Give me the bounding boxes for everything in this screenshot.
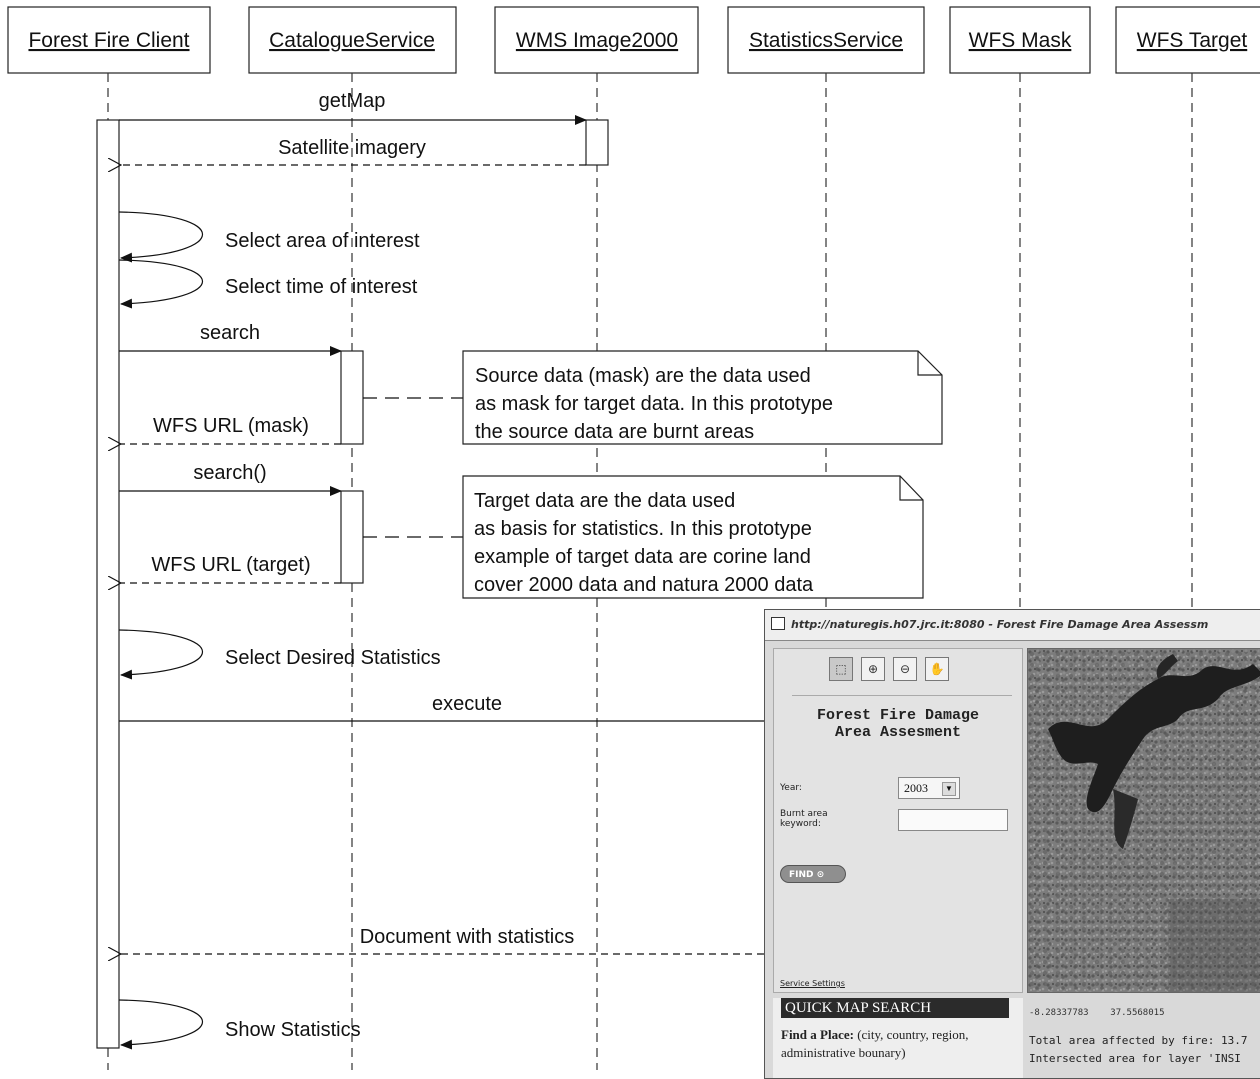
message-wfs-target-label: WFS URL (target) (151, 554, 310, 576)
lifeline-label: WMS Image2000 (516, 29, 678, 52)
self-call-time (118, 259, 203, 309)
find-place-text: Find a Place: (city, country, region, ad… (781, 1026, 1017, 1062)
lifeline-label: Forest Fire Client (28, 29, 189, 52)
lifeline-label: WFS Mask (969, 29, 1072, 52)
search-panel: ⬚ ⊕ ⊖ ✋ Forest Fire Damage Area Assesmen… (773, 648, 1023, 993)
coord-x: -8.28337783 (1029, 1008, 1089, 1018)
coord-y: 37.5568015 (1110, 1008, 1165, 1018)
find-place-hint: (city, country, region, administrative b… (781, 1027, 969, 1060)
lifeline-label: StatisticsService (749, 29, 903, 52)
burnt-keyword-label: Burnt area keyword: (780, 809, 828, 829)
quick-map-search-header: QUICK MAP SEARCH (781, 998, 1009, 1018)
activation-client (96, 119, 120, 1049)
self-call-time-label: Select time of interest (225, 276, 418, 298)
app-title: Forest Fire Damage Area Assesment (774, 707, 1022, 741)
zoom-in-icon[interactable]: ⊕ (861, 657, 885, 681)
inset-title-text: http://naturegis.h07.jrc.it:8080 - Fores… (791, 618, 1209, 631)
note-target (462, 475, 924, 599)
year-label: Year: (780, 783, 802, 793)
message-satellite-label: Satellite imagery (278, 137, 426, 159)
window-icon (771, 617, 785, 630)
activation-catalogue-1 (340, 350, 364, 445)
self-call-show (118, 999, 203, 1050)
lifeline-head-wms: WMS Image2000 (494, 6, 699, 74)
find-button-label: FIND (789, 870, 814, 880)
message-wfs-mask-label: WFS URL (mask) (153, 415, 309, 437)
quick-map-search: QUICK MAP SEARCH Find a Place: (city, co… (773, 998, 1023, 1078)
map-coordinates: -8.28337783 37.5568015 (1029, 1008, 1164, 1018)
app-title-line: Forest Fire Damage (816, 707, 980, 724)
note-target-line: cover 2000 data and natura 2000 data (474, 574, 814, 596)
app-title-line: Area Assesment (834, 724, 962, 741)
message-getmap-label: getMap (319, 90, 386, 112)
self-call-show-label: Show Statistics (225, 1019, 361, 1041)
intersected-area-text: Intersected area for layer 'INSI (1029, 1052, 1241, 1065)
lifeline-head-wfs-mask: WFS Mask (949, 6, 1091, 74)
lifeline-label: CatalogueService (269, 29, 435, 52)
note-target-line: example of target data are corine land (474, 546, 811, 568)
inset-title-bar: http://naturegis.h07.jrc.it:8080 - Fores… (765, 610, 1260, 641)
year-select[interactable]: 2003 ▼ (898, 777, 960, 799)
find-button[interactable]: FIND ⊙ (780, 865, 846, 883)
note-target-line: as basis for statistics. In this prototy… (474, 518, 812, 540)
lifeline-label: WFS Target (1137, 29, 1248, 52)
year-select-value: 2003 (904, 781, 928, 795)
note-target-line: Target data are the data used (474, 490, 735, 512)
message-execute-label: execute (432, 693, 502, 715)
note-mask-line: the source data are burnt areas (475, 421, 754, 443)
message-search-label: search (200, 322, 260, 344)
message-search-call-label: search() (193, 462, 266, 484)
self-call-area (118, 211, 203, 263)
self-call-stats-label: Select Desired Statistics (225, 647, 441, 669)
activation-catalogue-2 (340, 490, 364, 584)
message-document-label: Document with statistics (360, 926, 575, 948)
self-call-stats (118, 629, 203, 680)
service-settings-link[interactable]: Service Settings (780, 979, 845, 988)
lifeline-head-client: Forest Fire Client (7, 6, 211, 74)
chevron-down-icon: ▼ (942, 782, 956, 796)
zoom-out-icon[interactable]: ⊖ (893, 657, 917, 681)
map-view[interactable] (1027, 648, 1260, 993)
lifeline-head-catalogue: CatalogueService (248, 6, 457, 74)
pan-hand-icon[interactable]: ✋ (925, 657, 949, 681)
note-mask-line: as mask for target data. In this prototy… (475, 393, 833, 415)
find-place-label: Find a Place: (781, 1027, 854, 1042)
total-area-text: Total area affected by fire: 13.7 (1029, 1034, 1248, 1047)
burnt-keyword-input[interactable] (898, 809, 1008, 831)
lifeline-head-wfs-target: WFS Target (1115, 6, 1260, 74)
self-call-area-label: Select area of interest (225, 230, 420, 252)
activation-wms (585, 119, 609, 166)
map-toolbar: ⬚ ⊕ ⊖ ✋ (829, 657, 949, 681)
divider (792, 695, 1012, 696)
lifeline-head-statistics: StatisticsService (727, 6, 925, 74)
inset-app-screenshot: http://naturegis.h07.jrc.it:8080 - Fores… (764, 609, 1260, 1079)
note-mask-line: Source data (mask) are the data used (475, 365, 811, 387)
select-tool-icon[interactable]: ⬚ (829, 657, 853, 681)
note-mask (462, 350, 943, 445)
satellite-map-image (1028, 649, 1260, 992)
